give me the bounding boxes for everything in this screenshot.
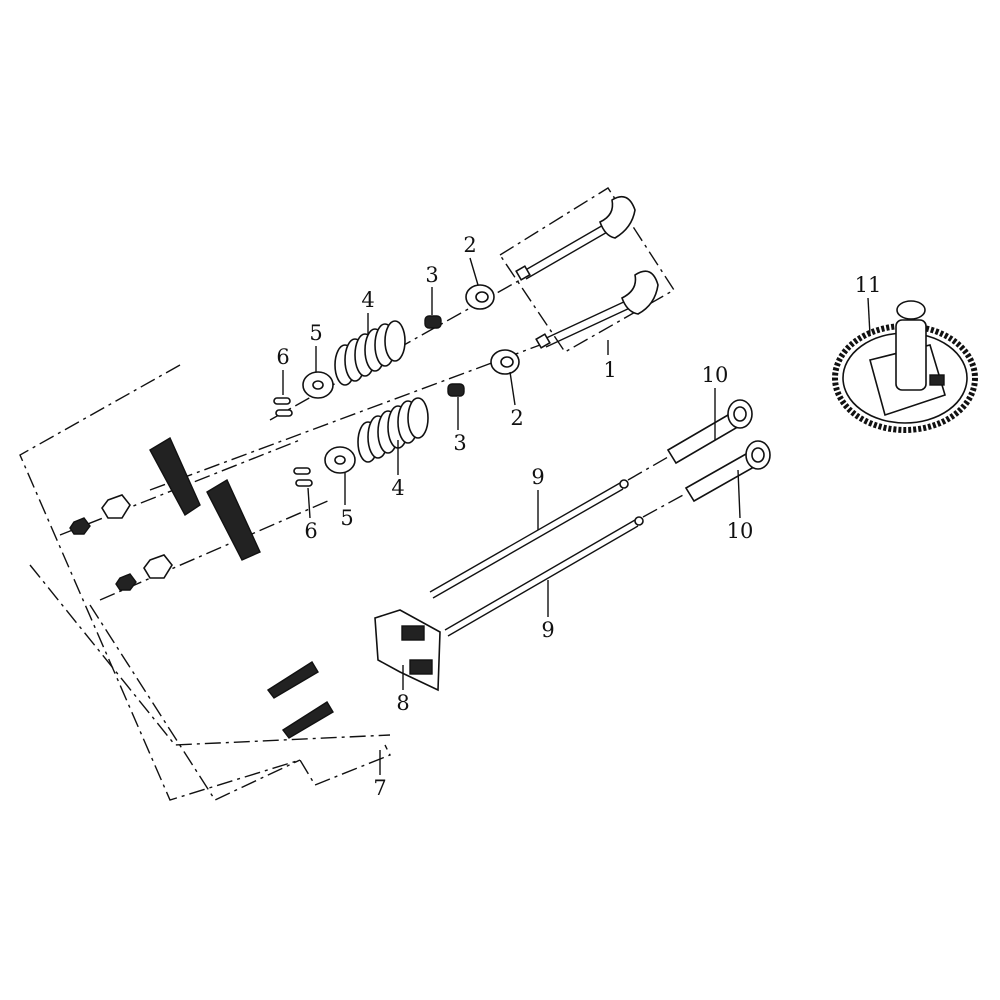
pushrod-upper	[429, 479, 629, 599]
callout-3: 3	[453, 431, 467, 455]
rocker-nut-lower	[115, 573, 137, 591]
callout-7: 7	[373, 776, 387, 800]
callout-10: 10	[701, 363, 729, 387]
camshaft-gear	[832, 300, 978, 433]
callout-2: 2	[463, 233, 477, 257]
rocker-pivot-upper	[101, 494, 131, 519]
tappet-upper	[666, 399, 753, 465]
callout-10: 10	[726, 519, 754, 543]
valve-upper	[515, 195, 636, 281]
callout-4: 4	[361, 288, 375, 312]
rocker-group-outline	[19, 364, 391, 801]
valve-lower	[535, 270, 659, 349]
tappet-lower	[684, 440, 771, 503]
rocker-arm-lower	[206, 478, 261, 561]
callout-9: 9	[541, 618, 555, 642]
callout-5: 5	[309, 321, 323, 345]
valve-spring-lower	[357, 397, 429, 463]
callout-5: 5	[340, 506, 354, 530]
callout-1: 1	[603, 358, 617, 382]
valve-spring-upper	[334, 320, 406, 386]
valve-keepers-upper	[273, 397, 293, 417]
rocker-nut-upper	[69, 517, 91, 535]
callout-6: 6	[304, 519, 318, 543]
callout-11: 11	[854, 273, 882, 297]
callout-8: 8	[396, 691, 410, 715]
callout-4: 4	[391, 476, 405, 500]
valve-seal-lower	[447, 383, 465, 397]
valve-seal-upper	[424, 315, 442, 329]
rocker-stud-upper	[266, 661, 319, 699]
rocker-pivot-lower	[143, 554, 173, 579]
callout-6: 6	[276, 345, 290, 369]
callout-9: 9	[531, 465, 545, 489]
rocker-stud-lower	[281, 701, 334, 739]
pushrod-lower	[444, 516, 644, 637]
valve-keepers-lower	[293, 467, 313, 487]
rocker-arm-upper	[149, 436, 201, 517]
callout-2: 2	[510, 406, 524, 430]
pushrod-guide-plate	[374, 609, 441, 692]
valve-group-outline	[499, 187, 675, 353]
callout-3: 3	[425, 263, 439, 287]
